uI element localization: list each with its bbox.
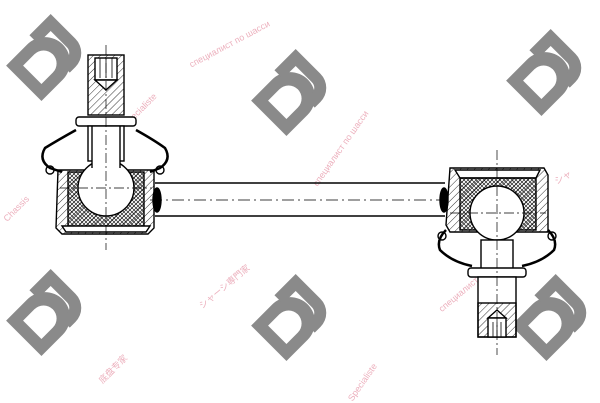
dj-parts-logo-watermark [0, 246, 109, 373]
left-ball-joint [41, 45, 169, 250]
dj-parts-logo-watermark [226, 26, 353, 153]
dj-parts-logo-watermark [0, 0, 109, 119]
connecting-rod [150, 182, 450, 217]
right-ball-joint [437, 150, 557, 355]
dj-parts-logo-watermark [486, 251, 600, 378]
dj-parts-logo-watermark [226, 251, 353, 378]
dj-parts-logo-watermark [481, 6, 600, 133]
